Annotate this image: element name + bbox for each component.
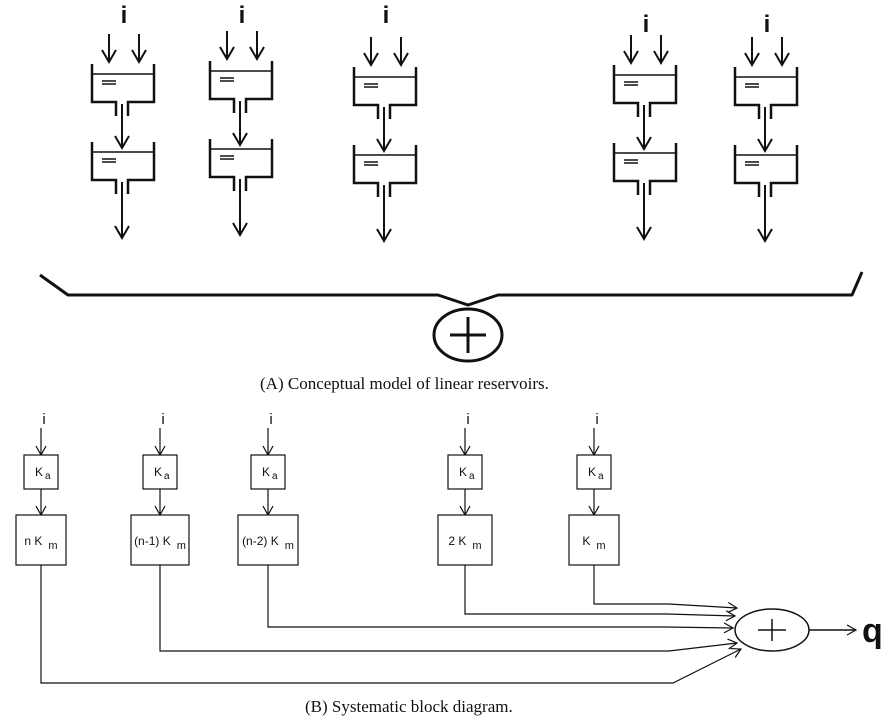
lower-reservoir	[352, 145, 418, 197]
feed-line-3	[267, 565, 735, 634]
reservoir-chain-5: i	[733, 11, 799, 243]
caption-a: (A) Conceptual model of linear reservoir…	[260, 374, 549, 393]
input-label-i: i	[595, 411, 598, 428]
input-label-i: i	[42, 411, 45, 428]
reservoir-chain-1: i	[90, 2, 156, 240]
ka-block	[23, 454, 59, 490]
part-a-conceptual-model: i i i i i (A) Conceptual model of linear res…	[39, 2, 864, 393]
summation-node-a	[432, 307, 504, 363]
feed-line-5	[40, 565, 743, 684]
km-block	[568, 514, 620, 566]
feed-lines	[40, 565, 743, 684]
input-label-i: i	[239, 2, 246, 29]
lower-reservoir	[733, 145, 799, 197]
input-label-i: i	[383, 2, 390, 29]
lower-reservoir	[612, 143, 678, 195]
input-label-i: i	[764, 11, 771, 38]
output-label-q: q	[862, 612, 883, 650]
reservoir-chain-4: i	[612, 11, 678, 241]
upper-reservoir	[208, 61, 274, 113]
input-label-i: i	[161, 411, 164, 428]
lower-reservoir	[208, 139, 274, 191]
input-label-i: i	[643, 11, 650, 38]
upper-reservoir	[612, 65, 678, 117]
input-label-i: i	[466, 411, 469, 428]
upper-reservoir	[90, 64, 156, 116]
feed-line-4	[159, 565, 739, 652]
caption-b: (B) Systematic block diagram.	[305, 697, 513, 716]
ka-block	[576, 454, 612, 490]
input-label-i: i	[269, 411, 272, 428]
reservoir-chain-2: i	[208, 2, 274, 237]
ka-block	[447, 454, 483, 490]
upper-reservoir	[733, 67, 799, 119]
reservoir-chain-3: i	[352, 2, 418, 243]
km-block	[237, 514, 299, 566]
summation-node-b	[734, 608, 810, 652]
feed-line-1	[593, 565, 739, 614]
upper-reservoir	[352, 67, 418, 119]
lower-reservoir	[90, 142, 156, 194]
feed-line-2	[464, 565, 737, 622]
input-label-i: i	[121, 2, 128, 29]
collector-brace	[39, 271, 864, 307]
